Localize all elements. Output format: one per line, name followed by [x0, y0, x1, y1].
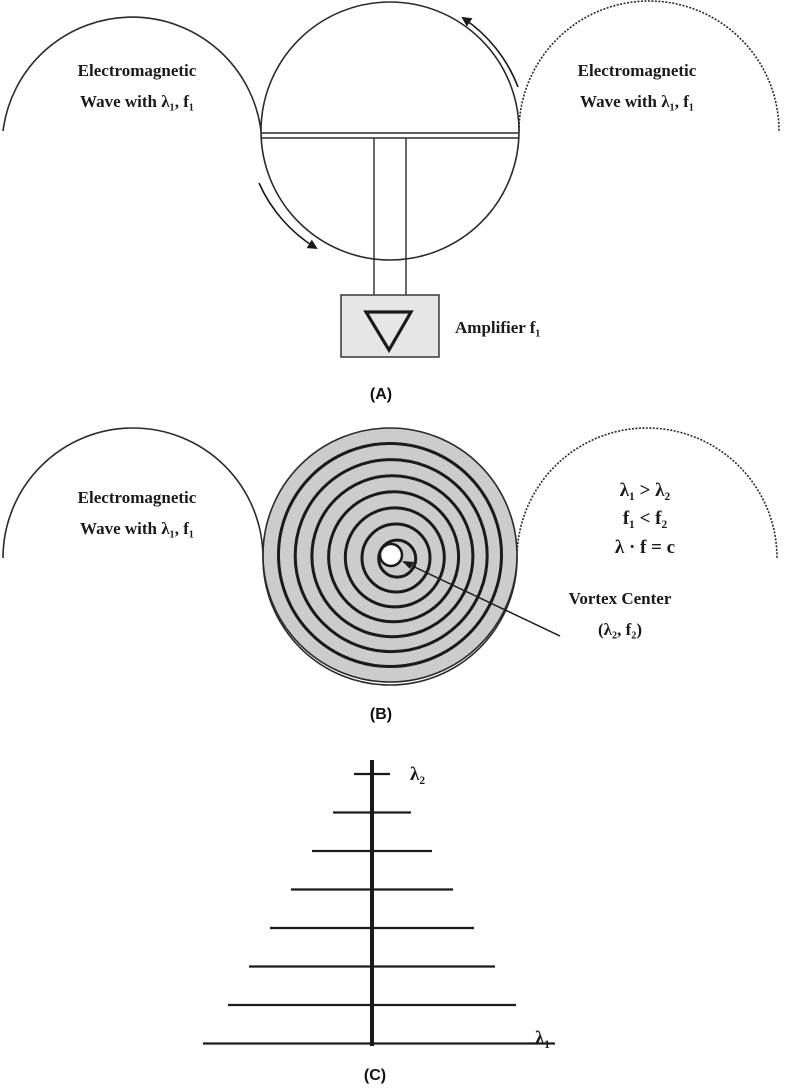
- panel-a-wave-left-line2: Wave with λ₁, f₁: [80, 92, 194, 111]
- panel-b-wave-left-line2: Wave with λ₁, f₁: [80, 519, 194, 538]
- panel-b-wave-left-line1: Electromagnetic: [78, 488, 197, 507]
- panel-a-wave-left-line1: Electromagnetic: [78, 61, 197, 80]
- relation-lambda: λ₁ > λ₂: [620, 480, 671, 501]
- vortex-ring: [310, 474, 475, 639]
- panel-b-label: (B): [370, 706, 392, 723]
- panel-c-label: (C): [364, 1067, 386, 1084]
- vortex-ring: [277, 442, 503, 668]
- panel-a-circle: [260, 1, 520, 261]
- arrow-head-icon: [461, 16, 519, 88]
- vortex-ring: [343, 506, 446, 609]
- panel-c-rungs: [203, 772, 555, 1045]
- arrow-head-icon: [258, 182, 318, 250]
- relation-frequency: f₁ < f₂: [623, 508, 668, 529]
- panel-c: λ₂ λ₁ (C): [203, 760, 555, 1084]
- arrow-head-icon: [402, 561, 414, 569]
- relation-speed: λ · f = c: [615, 537, 675, 558]
- panel-a: Electromagnetic Wave with λ₁, f₁ Electro…: [2, 0, 780, 403]
- triangle-amplifier-icon: [363, 310, 414, 354]
- vortex-center: [378, 542, 404, 568]
- panel-b-wave-left: [2, 427, 264, 559]
- vortex-ring: [360, 522, 432, 594]
- panel-a-wave-right: [518, 0, 780, 132]
- panel-a-wave-right-line1: Electromagnetic: [578, 61, 697, 80]
- vortex-rings: [262, 427, 518, 683]
- panel-b: Electromagnetic Wave with λ₁, f₁ λ₁ > λ₂…: [2, 427, 778, 723]
- panel-b-wave-dip: [262, 557, 518, 686]
- panel-a-label: (A): [370, 386, 392, 403]
- vortex-ring: [377, 538, 418, 579]
- panel-b-wave-right: [516, 427, 778, 559]
- lambda-2-label: λ₂: [410, 764, 425, 785]
- panel-a-wave-left: [2, 16, 262, 132]
- amplifier-label: Amplifier f₁: [455, 318, 541, 337]
- vortex-ring: [327, 490, 461, 624]
- vortex-label-line2: (λ₂, f₂): [598, 620, 642, 639]
- vortex-ring: [293, 458, 489, 654]
- vortex-label-line1: Vortex Center: [569, 589, 672, 608]
- lambda-1-label: λ₁: [535, 1028, 550, 1049]
- panel-a-wave-right-line2: Wave with λ₁, f₁: [580, 92, 694, 111]
- vortex-pointer-line: [403, 561, 561, 637]
